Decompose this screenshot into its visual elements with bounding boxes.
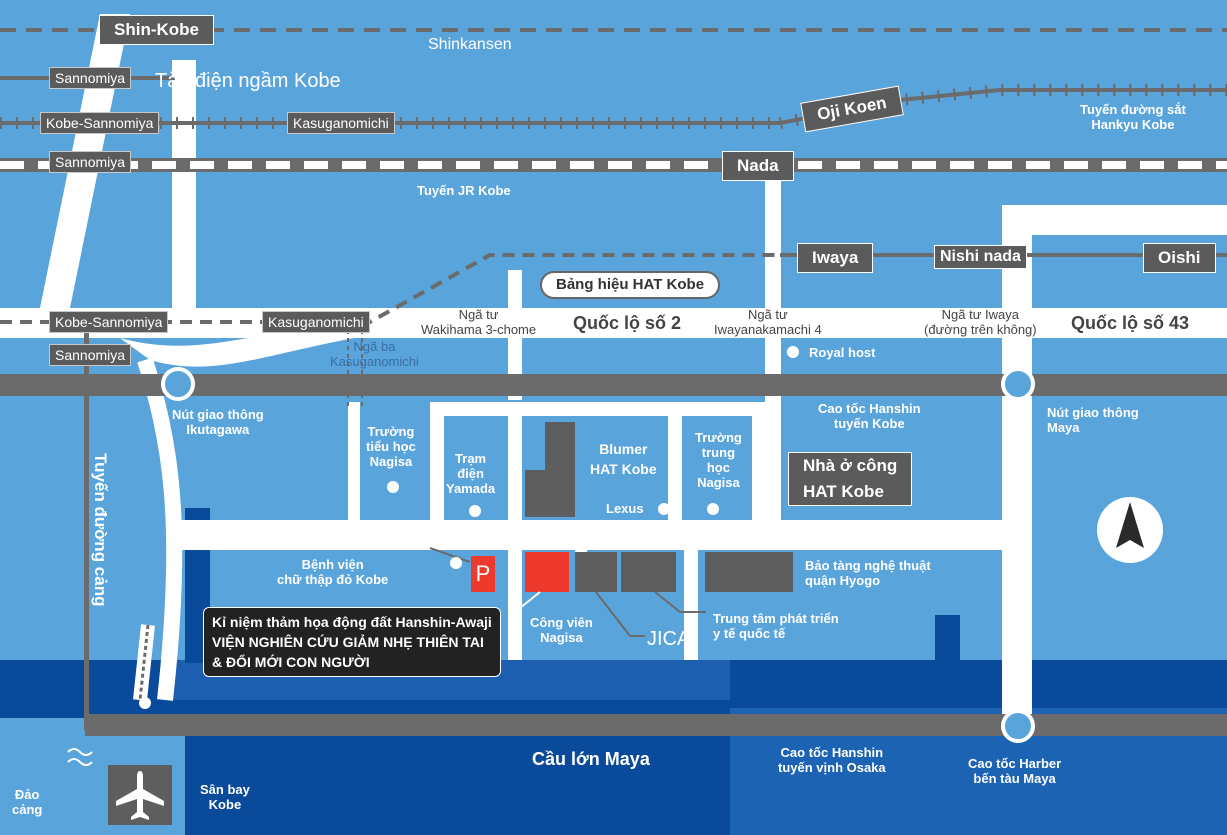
- nagisa-elementary-dot: [387, 481, 399, 493]
- hanshin-line: [0, 253, 1227, 324]
- station-sannomiya-subway[interactable]: Sannomiya: [49, 67, 132, 89]
- jica-building: [575, 552, 617, 592]
- road-v-block4: [752, 402, 766, 522]
- road-v-wakihama: [508, 270, 522, 400]
- label-route2-mid: Quốc lộ số 2: [573, 313, 682, 333]
- label-lexus: Lexus: [606, 501, 644, 516]
- station-sannomiya-jr[interactable]: Sannomiya: [49, 151, 132, 173]
- sannomiya-port-dot: [139, 697, 151, 709]
- parking: P: [471, 556, 495, 592]
- station-shin-kobe[interactable]: Shin-Kobe: [99, 15, 214, 45]
- roads: [0, 60, 1227, 725]
- station-nada[interactable]: Nada: [722, 151, 794, 181]
- route2-upper-road: [1002, 205, 1227, 235]
- museum-building: [705, 552, 793, 592]
- road-h-south: [180, 520, 1030, 550]
- label-port-liner: Tuyến đường cảng: [91, 453, 110, 607]
- airplane-icon: [108, 765, 172, 825]
- station-sannomiya-port[interactable]: Sannomiya: [49, 344, 132, 366]
- port-liner-track: [84, 330, 89, 730]
- maya-interchange: [1001, 367, 1035, 401]
- station-kobe-sannomiya-hanshin[interactable]: Kobe-Sannomiya: [49, 311, 169, 333]
- label-jr: Tuyến JR Kobe: [417, 183, 511, 198]
- road-v-south2: [684, 548, 698, 660]
- harbor-interchange: [1001, 709, 1035, 743]
- station-kasuganomichi-hankyu[interactable]: Kasuganomichi: [287, 112, 395, 134]
- hat-kobe-signboard: Bảng hiệu HAT Kobe: [540, 271, 721, 299]
- label-royal-host: Royal host: [809, 345, 876, 360]
- institute-callout[interactable]: Kỉ niệm thảm họa động đất Hanshin-Awaji …: [203, 607, 501, 677]
- road-v-block3: [668, 402, 682, 522]
- ikutagawa-interchange: [161, 367, 195, 401]
- sea-light: [730, 708, 1227, 835]
- label-jica: JICA: [647, 628, 691, 650]
- iwaya-road: [1002, 205, 1032, 725]
- label-shinkansen: Shinkansen: [428, 36, 512, 53]
- station-oishi[interactable]: Oishi: [1143, 243, 1216, 273]
- red-cross-dot: [450, 557, 462, 569]
- road-v-nagisa: [348, 402, 360, 522]
- station-kasuganomichi-hanshin[interactable]: Kasuganomichi: [262, 311, 370, 333]
- institute-building: [525, 552, 569, 592]
- nagisa-middle-dot: [707, 503, 719, 515]
- port-liner-bridge-dash: [138, 624, 150, 701]
- north-arrow-icon: [1097, 497, 1163, 563]
- jica-building-2: [621, 552, 676, 592]
- road-v-south1: [508, 548, 522, 660]
- station-kobe-sannomiya-hankyu[interactable]: Kobe-Sannomiya: [40, 112, 160, 134]
- royal-host-dot: [787, 346, 799, 358]
- canal-east: [935, 615, 960, 663]
- bay-route-expressway: [85, 714, 1227, 736]
- break-mark: [67, 748, 93, 766]
- yamada-dot: [469, 505, 481, 517]
- blumer-building-2: [525, 422, 545, 470]
- label-iwaya-intersection: Ngã tư Iwaya(đường trên không): [924, 307, 1037, 337]
- label-route43: Quốc lộ số 43: [1071, 313, 1190, 333]
- label-kobe-subway: Tàu điện ngầm Kobe: [155, 70, 341, 92]
- hanshin-kobe-expressway: [0, 374, 1227, 396]
- lexus-dot: [658, 503, 670, 515]
- label-route2-upper: Quốc lộ số 2: [1065, 210, 1174, 230]
- station-iwaya[interactable]: Iwaya: [797, 243, 874, 273]
- station-nishi-nada[interactable]: Nishi nada: [934, 245, 1027, 269]
- hankyu-ties-east: [778, 84, 1227, 129]
- label-maya-bridge: Cầu lớn Maya: [532, 749, 650, 769]
- road-v-block2: [508, 402, 522, 522]
- subway-road: [172, 60, 196, 310]
- road-v-block1: [430, 402, 444, 522]
- road-v-nakamachi: [765, 170, 781, 520]
